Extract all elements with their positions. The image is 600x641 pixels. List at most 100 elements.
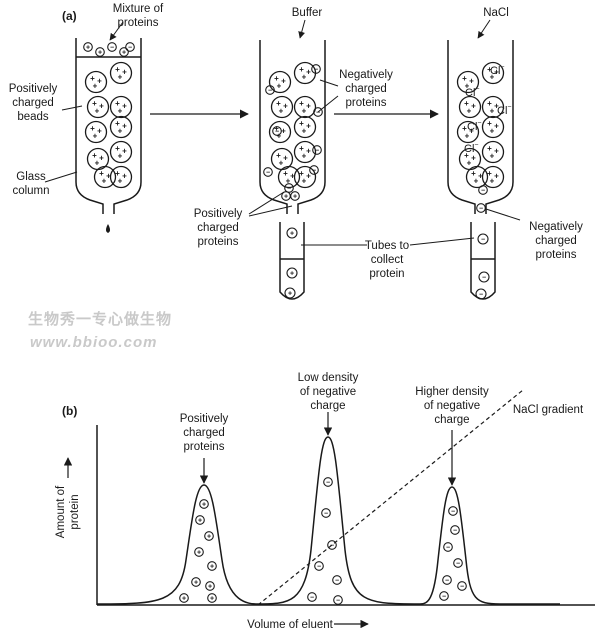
svg-text:+: + [122,147,127,156]
label-pos-proteins-3: proteins [198,236,239,248]
svg-text:+: + [198,518,202,525]
svg-text:+: + [90,74,95,83]
svg-text:+: + [494,68,499,77]
negative-protein: − [263,167,273,177]
positive-bead: +++ [293,95,317,119]
svg-text:+: + [276,99,281,108]
label-beads-1: Positively [9,83,58,95]
svg-text:−: − [315,148,319,155]
svg-text:−: − [266,170,270,177]
svg-text:+: + [478,172,483,181]
label-pos-proteins-1: Positively [194,208,243,220]
panel-a-tag: (a) [62,9,77,23]
svg-text:Cl−: Cl− [490,64,504,77]
svg-text:+: + [210,564,214,571]
svg-text:+: + [115,119,120,128]
label-glass-2: column [12,185,49,197]
panel-b-tag: (b) [62,404,77,418]
label-buffer: Buffer [292,7,323,19]
svg-text:+: + [210,596,214,603]
svg-text:+: + [122,68,127,77]
svg-text:+: + [471,169,476,178]
svg-text:+: + [182,596,186,603]
leader-lines-panel-a [44,19,521,246]
positive-bead: +++ [109,95,133,119]
positive-bead: +++ [86,95,110,119]
svg-text:+: + [490,152,495,161]
svg-text:+: + [465,132,470,141]
svg-text:−: − [326,480,330,487]
svg-text:−: − [479,292,483,299]
svg-text:+: + [207,534,211,541]
svg-text:+: + [299,99,304,108]
svg-text:+: + [115,144,120,153]
svg-text:+: + [99,154,104,163]
svg-text:Cl−: Cl− [497,104,511,117]
protein-mixture-layer: ++−+− [83,42,135,57]
svg-text:+: + [471,154,476,163]
svg-text:+: + [118,177,123,186]
negative-protein: − [313,107,323,117]
svg-text:Cl−: Cl− [465,86,479,99]
positive-bead: +++ [456,120,480,144]
svg-text:+: + [283,169,288,178]
protein-mixture-particle: + [83,42,93,52]
svg-text:+: + [487,169,492,178]
negative-protein-high-peak: − [448,506,458,516]
chloride-ion: Cl− [490,64,504,77]
elution-curve [96,436,560,605]
svg-text:+: + [487,119,492,128]
label-pos-proteins-2: charged [197,222,239,234]
svg-text:+: + [494,172,499,181]
svg-text:+: + [86,45,90,52]
positive-bead: +++ [93,165,117,189]
negative-protein-high-peak: − [450,525,460,535]
svg-text:+: + [302,177,307,186]
svg-text:+: + [279,159,284,168]
svg-text:−: − [330,543,334,550]
glass-column-3 [447,40,514,214]
svg-text:−: − [275,129,279,136]
svg-text:+: + [277,82,282,91]
svg-text:+: + [118,127,123,136]
svg-text:−: − [453,528,457,535]
svg-text:+: + [281,77,286,86]
svg-text:+: + [490,177,495,186]
svg-text:+: + [469,127,474,136]
chloride-ion: Cl− [497,104,511,117]
svg-text:+: + [302,127,307,136]
chloride-ion: Cl− [465,86,479,99]
label-neg-right-2: charged [535,235,577,247]
svg-text:+: + [490,127,495,136]
positive-beads-column-2: ++++++++++++++++++++++++++++++ [268,61,317,189]
svg-text:−: − [336,598,340,605]
svg-text:+: + [467,159,472,168]
positive-protein: + [286,267,298,279]
negative-protein-high-peak: − [457,581,467,591]
positive-bead: +++ [268,120,292,144]
label-neg-mid-3: proteins [346,97,387,109]
svg-text:+: + [299,119,304,128]
negative-protein-high-peak: − [439,591,449,601]
label-mixture-2: proteins [118,17,159,29]
svg-text:+: + [279,107,284,116]
positive-protein-peak: + [205,581,215,591]
negative-protein: − [311,64,321,74]
svg-text:+: + [115,99,120,108]
svg-text:+: + [471,102,476,111]
svg-text:+: + [281,127,286,136]
svg-text:+: + [197,550,201,557]
tube-proteins: +++−−− [284,227,490,300]
positive-protein: + [281,191,291,201]
positive-protein-peak: + [195,515,205,525]
svg-text:+: + [93,132,98,141]
svg-text:+: + [95,159,100,168]
svg-text:+: + [487,144,492,153]
svg-text:+: + [286,177,291,186]
